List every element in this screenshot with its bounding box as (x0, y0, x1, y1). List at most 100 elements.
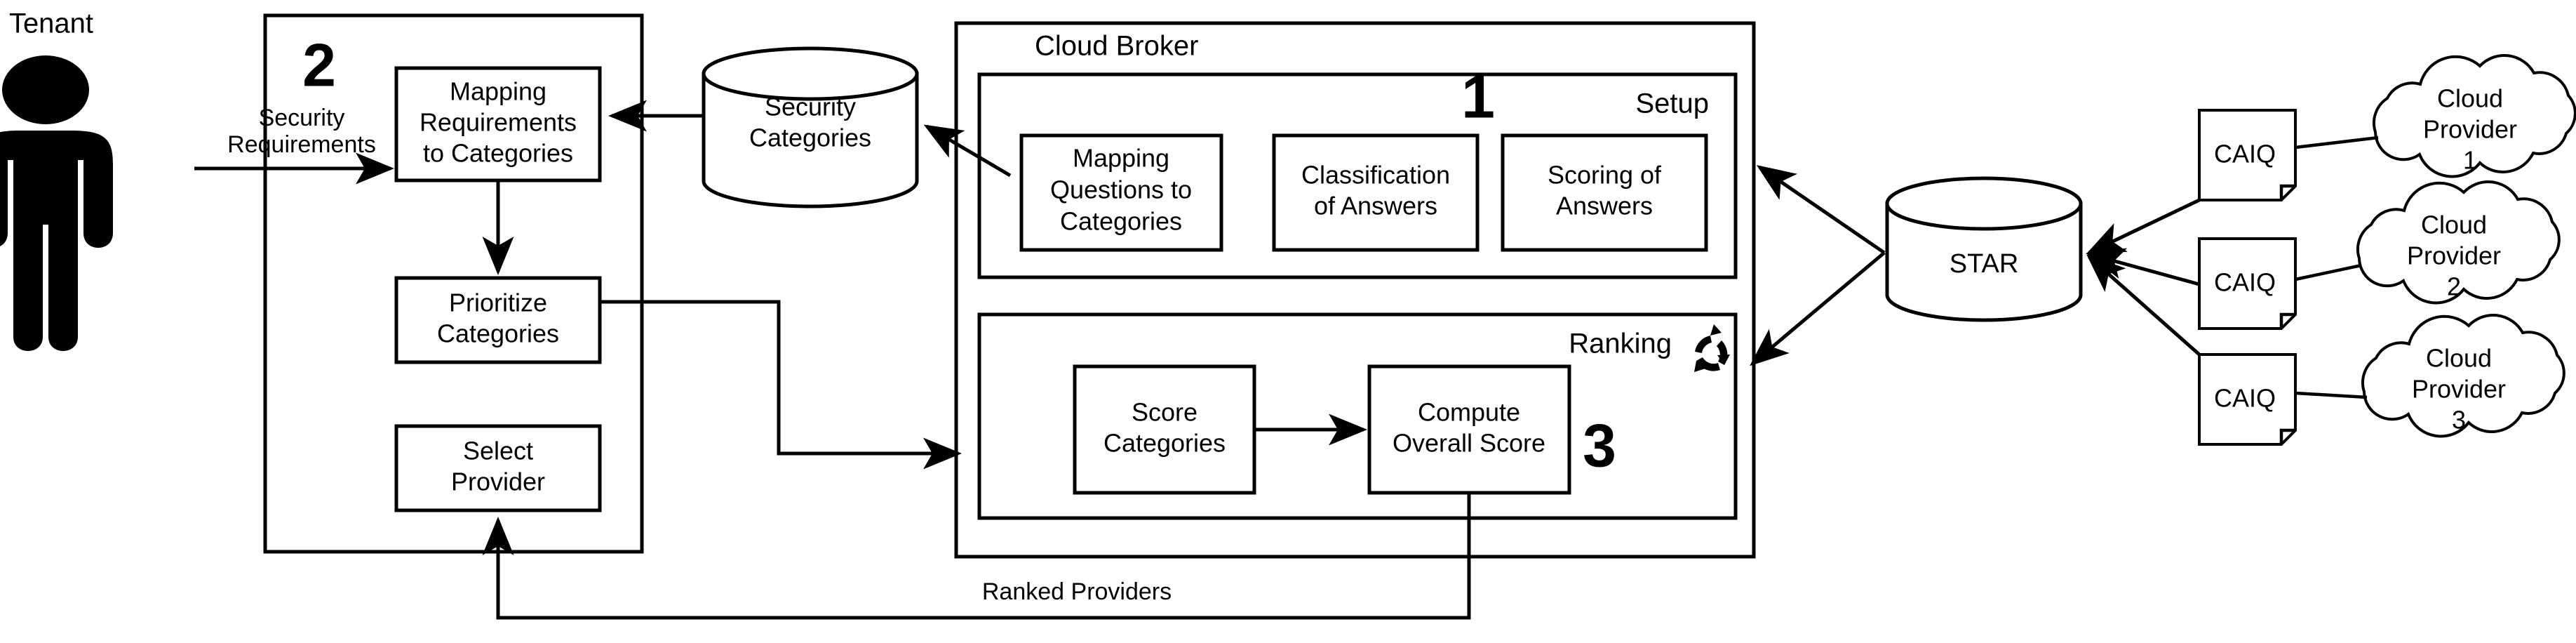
box-compute-overall-score-line2: Overall Score (1393, 429, 1545, 458)
cloud-2-shape (2356, 180, 2561, 305)
box-score-categories[interactable]: Score Categories (1073, 364, 1256, 495)
box-select-provider-border (394, 424, 602, 512)
box-mapping-requirements-to-categories[interactable]: Mapping Requirements to Categories (394, 66, 602, 183)
box-prioritize-categories[interactable]: Prioritize Categories (394, 276, 602, 364)
caiq-1-fold-icon (2279, 184, 2295, 200)
edge-security-requirements: Security Requirements (194, 105, 394, 185)
cloud-provider-3[interactable]: Cloud Provider 3 (2361, 313, 2565, 438)
edge-prioritize-to-ranking (600, 300, 962, 470)
caiq-1-page (2198, 109, 2297, 201)
star-label: STAR (1950, 249, 2019, 279)
setup-panel: Setup 1 (977, 64, 1738, 279)
step-number-1: 1 (1461, 64, 1495, 131)
security-categories-cylinder-top (702, 46, 919, 101)
edge-mappingquestions-to-securitycategories (923, 124, 1012, 178)
cloud-3-line1: Cloud (2426, 344, 2492, 373)
step-number-3: 3 (1583, 413, 1616, 480)
edge-caiq3-cloud3 (2295, 391, 2368, 399)
box-mapping-requirements-line3: to Categories (423, 139, 573, 168)
box-mapping-requirements-border (394, 66, 602, 183)
person-icon (0, 55, 113, 351)
security-requirements-label-line2: Requirements (227, 131, 376, 158)
ranked-providers-path (482, 493, 1471, 620)
box-scoring-of-answers[interactable]: Scoring of Answers (1501, 133, 1708, 252)
ranked-providers-label: Ranked Providers (982, 578, 1172, 605)
setup-label: Setup (1635, 88, 1709, 119)
box-classification-line2: of Answers (1314, 192, 1437, 220)
cloud-broker-panel: Cloud Broker (954, 21, 1756, 559)
star-cylinder-body (1885, 201, 2083, 322)
box-scoring-border (1501, 133, 1708, 252)
cloud-1-line2: Provider (2423, 115, 2517, 144)
caiq-3-fold-icon (2279, 428, 2295, 444)
box-mapping-questions-to-categories[interactable]: Mapping Questions to Categories (1019, 133, 1223, 252)
box-mapping-requirements-line1: Mapping (450, 77, 546, 106)
box-select-provider-line2: Provider (451, 468, 545, 496)
caiq-3-label: CAIQ (2214, 384, 2276, 413)
box-select-provider-line1: Select (463, 437, 533, 465)
setup-border (977, 72, 1738, 279)
datastore-security-categories[interactable]: Security Categories (702, 46, 919, 208)
box-compute-overall-score-line1: Compute (1418, 398, 1520, 427)
caiq-2-page (2198, 237, 2297, 330)
box-mapping-questions-line1: Mapping (1073, 144, 1169, 173)
box-compute-overall-score-border (1367, 364, 1571, 495)
box-mapping-questions-line3: Categories (1060, 207, 1182, 236)
box-prioritize-categories-line2: Categories (437, 319, 559, 348)
cloud-3-line2: Provider (2412, 375, 2506, 404)
caiq-1-label: CAIQ (2214, 140, 2276, 168)
cloud-broker-label: Cloud Broker (1035, 31, 1198, 62)
cloud-3-shape (2361, 313, 2565, 438)
box-prioritize-categories-line1: Prioritize (449, 289, 547, 317)
cloud-broker-border (954, 21, 1756, 559)
cloud-provider-2[interactable]: Cloud Provider 2 (2356, 180, 2561, 305)
edge-caiq1-cloud1 (2295, 135, 2379, 150)
box-classification-of-answers[interactable]: Classification of Answers (1272, 133, 1480, 252)
ranking-panel: Ranking 3 (977, 312, 1738, 520)
security-categories-line2: Categories (749, 124, 871, 152)
box-score-categories-border (1073, 364, 1256, 495)
document-caiq-3[interactable]: CAIQ (2198, 353, 2297, 446)
security-requirements-label-line1: Security (259, 105, 345, 131)
tenant-panel-border (263, 13, 644, 554)
box-mapping-requirements-line2: Requirements (420, 108, 577, 137)
edge-caiq1-to-star (2086, 198, 2201, 255)
edge-caiq3-to-star (2086, 254, 2201, 356)
security-categories-cylinder-body (702, 72, 919, 208)
box-select-provider[interactable]: Select Provider (394, 424, 602, 512)
cloud-1-line1: Cloud (2437, 84, 2503, 113)
box-mapping-questions-border (1019, 133, 1223, 252)
edge-star-to-ranking (1750, 251, 1886, 366)
star-cylinder-top (1885, 176, 2083, 231)
tenant-actor: Tenant (0, 8, 113, 351)
cloud-provider-1[interactable]: Cloud Provider 1 (2373, 53, 2576, 178)
document-caiq-2[interactable]: CAIQ (2198, 237, 2297, 330)
cloud-2-line1: Cloud (2421, 211, 2487, 239)
box-prioritize-categories-border (394, 276, 602, 364)
caiq-2-label: CAIQ (2214, 268, 2276, 297)
box-score-categories-line2: Categories (1103, 429, 1226, 458)
box-mapping-questions-line2: Questions to (1050, 175, 1192, 204)
box-compute-overall-score[interactable]: Compute Overall Score (1367, 364, 1571, 495)
tenant-panel: 2 (263, 13, 644, 554)
refresh-cycle-icon (1694, 324, 1730, 372)
box-classification-border (1272, 133, 1480, 252)
cloud-3-line3: 3 (2452, 406, 2466, 435)
cloud-2-line3: 2 (2447, 272, 2461, 301)
cloud-1-line3: 1 (2463, 146, 2477, 175)
edge-caiq2-cloud2 (2295, 263, 2362, 281)
box-scoring-line2: Answers (1556, 192, 1653, 220)
caiq-3-page (2198, 353, 2297, 446)
cloud-2-line2: Provider (2407, 241, 2501, 270)
document-caiq-1[interactable]: CAIQ (2198, 109, 2297, 201)
edge-star-to-setup (1756, 165, 1886, 255)
box-classification-line1: Classification (1301, 161, 1450, 190)
datastore-star[interactable]: STAR (1885, 176, 2083, 322)
box-score-categories-line1: Score (1132, 398, 1198, 427)
security-categories-line1: Security (765, 93, 856, 121)
caiq-2-fold-icon (2279, 312, 2295, 329)
box-scoring-line1: Scoring of (1548, 161, 1662, 190)
edge-caiq2-to-star (2086, 248, 2200, 286)
